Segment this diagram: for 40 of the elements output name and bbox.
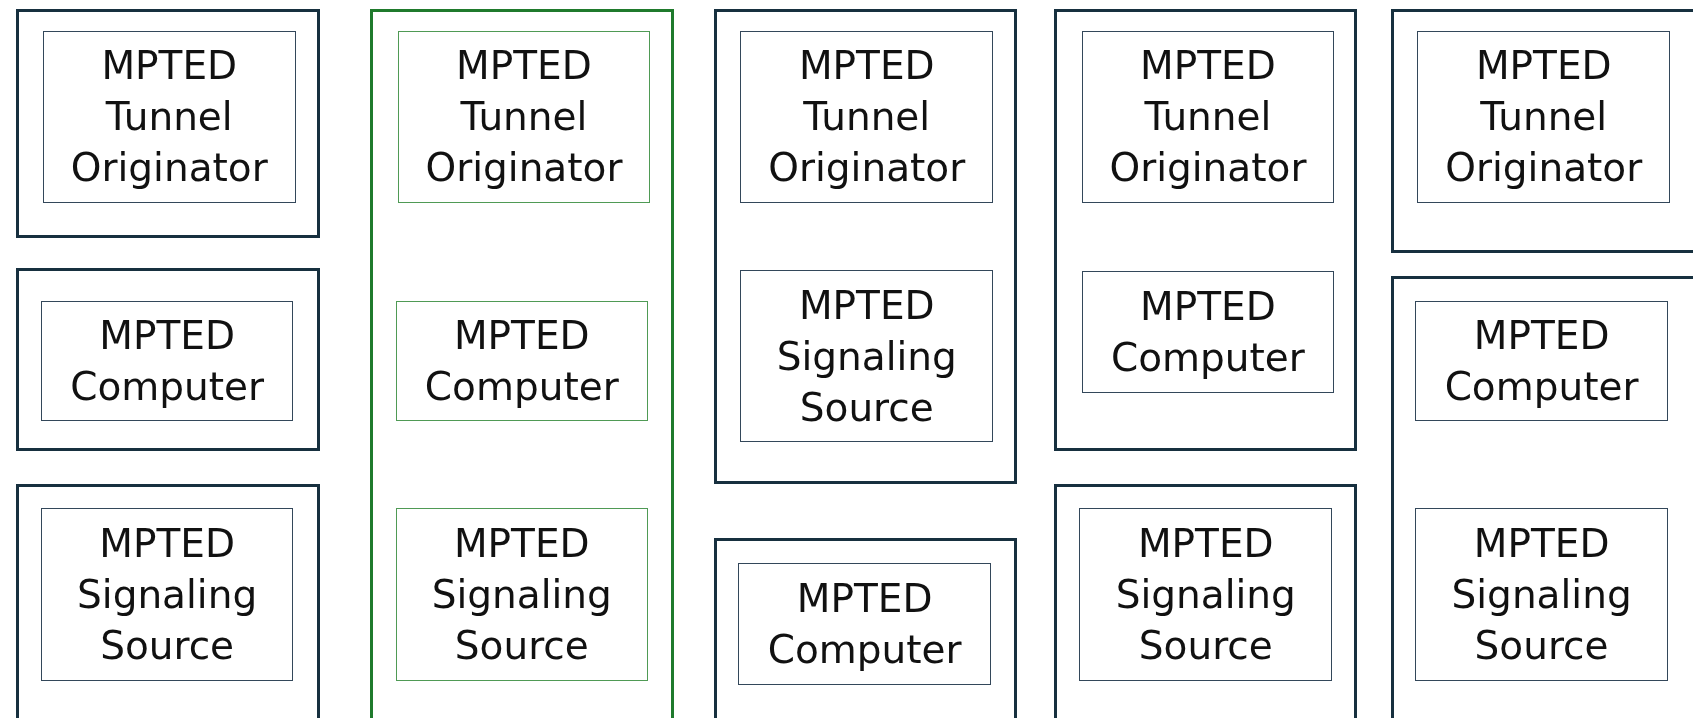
component-label: MPTED Tunnel Originator xyxy=(1444,42,1644,193)
component-box xyxy=(1415,508,1668,682)
component-box xyxy=(1079,508,1333,682)
component-box xyxy=(396,301,648,421)
component-label: MPTED Computer xyxy=(1443,311,1640,411)
component-label: MPTED Signaling Source xyxy=(1114,520,1297,671)
component-box xyxy=(396,508,648,682)
component-box xyxy=(1415,301,1668,421)
component-box xyxy=(1081,270,1335,393)
component-box xyxy=(40,301,294,421)
component-label: MPTED Computer xyxy=(423,311,620,411)
group-frame xyxy=(1390,276,1693,718)
component-label: MPTED Computer xyxy=(69,311,266,411)
component-label: MPTED Tunnel Originator xyxy=(69,42,269,193)
group-frame xyxy=(1053,8,1358,452)
component-box xyxy=(740,269,994,443)
component-label: MPTED Signaling Source xyxy=(430,520,613,671)
group-frame xyxy=(713,8,1018,484)
component-label: MPTED Tunnel Originator xyxy=(424,42,624,193)
component-label: MPTED Tunnel Originator xyxy=(767,42,967,193)
component-label: MPTED Signaling Source xyxy=(1450,520,1633,671)
group-frame xyxy=(16,267,320,452)
component-label: MPTED Computer xyxy=(1110,282,1306,382)
group-frame xyxy=(16,8,320,238)
group-frame xyxy=(16,483,320,718)
component-label: MPTED Tunnel Originator xyxy=(1108,42,1308,193)
group-frame xyxy=(1390,8,1693,253)
component-box xyxy=(398,31,650,203)
component-label: MPTED Computer xyxy=(766,575,963,675)
component-box xyxy=(738,563,991,686)
component-box xyxy=(40,508,294,682)
component-box xyxy=(1081,31,1335,203)
group-frame xyxy=(370,8,674,718)
group-frame xyxy=(1053,483,1358,718)
component-label: MPTED Signaling Source xyxy=(76,520,259,671)
component-box xyxy=(42,31,296,203)
component-box xyxy=(1417,31,1671,203)
component-label: MPTED Signaling Source xyxy=(775,281,958,432)
group-frame xyxy=(713,537,1018,718)
component-box xyxy=(740,31,994,203)
